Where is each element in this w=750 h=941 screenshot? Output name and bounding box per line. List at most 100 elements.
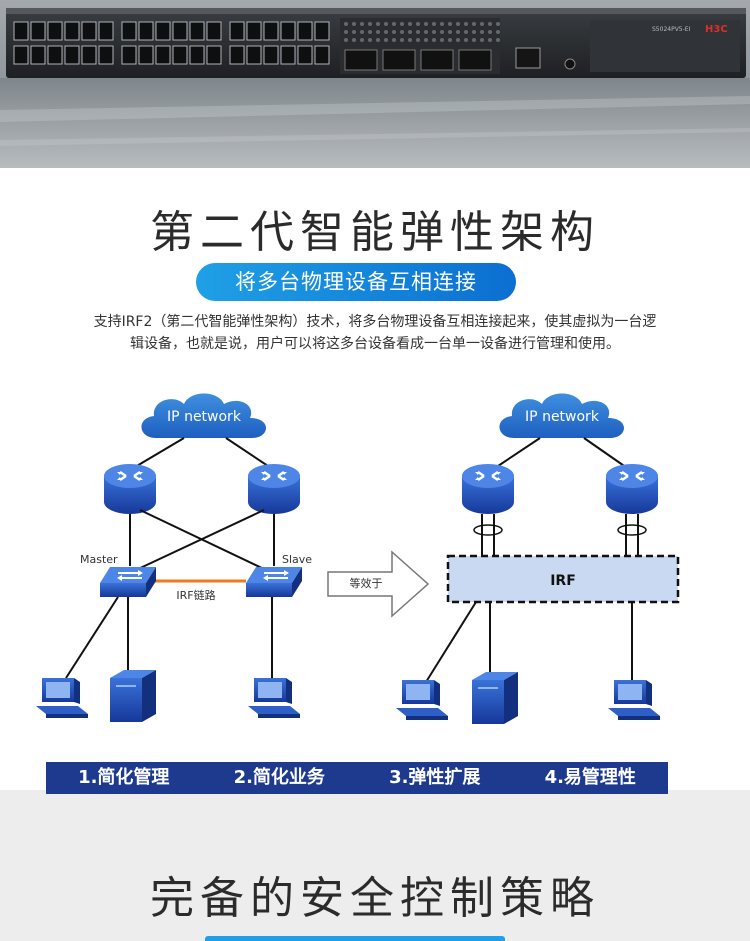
feature-4: 4.易管理性 (544, 767, 636, 788)
vent-hole (440, 22, 444, 26)
vent-hole (496, 30, 500, 34)
vent-hole (480, 22, 484, 26)
vent-hole (400, 22, 404, 26)
vent-hole (496, 22, 500, 26)
vent-hole (384, 30, 388, 34)
switch-illustration: S5024PV5-EI H3C (0, 8, 750, 168)
vent-hole (432, 38, 436, 42)
ethernet-port (314, 45, 330, 65)
vent-hole (392, 22, 396, 26)
vent-hole (360, 38, 364, 42)
ethernet-port (246, 21, 262, 41)
ethernet-port (121, 21, 137, 41)
vent-hole (448, 30, 452, 34)
ethernet-port (98, 21, 114, 41)
vent-hole (384, 22, 388, 26)
vent-hole (472, 22, 476, 26)
vent-hole (464, 22, 468, 26)
master-switch (99, 566, 157, 598)
vent-hole (424, 30, 428, 34)
ethernet-port (189, 21, 205, 41)
vent-hole (392, 30, 396, 34)
master-label: Master (80, 553, 118, 566)
vent-hole (376, 22, 380, 26)
ethernet-port (155, 45, 171, 65)
right-router-2 (604, 462, 660, 516)
right-cloud-label: IP network (525, 409, 600, 425)
ethernet-port (280, 21, 296, 41)
vent-hole (440, 38, 444, 42)
vent-hole (408, 38, 412, 42)
vent-hole (432, 22, 436, 26)
ethernet-port (297, 45, 313, 65)
feature-2: 2.简化业务 (233, 767, 325, 788)
vent-hole (448, 22, 452, 26)
feature-3: 3.弹性扩展 (389, 767, 481, 788)
ethernet-port (121, 45, 137, 65)
ethernet-port (13, 45, 29, 65)
irf-box-label: IRF (550, 573, 576, 589)
slave-switch (245, 566, 303, 598)
vent-hole (360, 30, 364, 34)
slave-label: Slave (282, 553, 312, 566)
vent-hole (496, 38, 500, 42)
description-line-2: 辑设备，也就是说，用户可以将这多台设备看成一台单一设备进行管理和使用。 (130, 336, 620, 352)
left-cloud-label: IP network (167, 409, 242, 425)
vent-hole (464, 38, 468, 42)
ethernet-port (229, 45, 245, 65)
right-pc-1 (396, 680, 448, 720)
vent-hole (488, 22, 492, 26)
left-pc-1 (36, 678, 88, 718)
irf-virtual-box (446, 554, 680, 604)
vent-hole (344, 30, 348, 34)
vent-hole (352, 30, 356, 34)
architecture-description: 支持IRF2（第二代智能弹性架构）技术，将多台物理设备互相连接起来，使其虚拟为一… (30, 311, 720, 355)
ethernet-port (246, 45, 262, 65)
vent-hole (408, 30, 412, 34)
vent-hole (488, 30, 492, 34)
vent-hole (416, 38, 420, 42)
ethernet-port (314, 21, 330, 41)
section-accent-bar (205, 936, 505, 941)
vent-hole (376, 38, 380, 42)
vent-hole (456, 30, 460, 34)
vent-hole (400, 30, 404, 34)
vent-hole (400, 38, 404, 42)
vent-hole (424, 22, 428, 26)
ethernet-port (172, 21, 188, 41)
equivalent-arrow (327, 550, 430, 618)
left-server (109, 669, 157, 723)
ethernet-port (263, 45, 279, 65)
ethernet-port (138, 45, 154, 65)
left-router-1 (102, 462, 158, 516)
left-router-2 (246, 462, 302, 516)
vent-hole (360, 22, 364, 26)
section-title-security: 完备的安全控制策略 (150, 873, 600, 924)
model-label: S5024PV5-EI (652, 26, 691, 33)
vent-hole (472, 30, 476, 34)
vent-hole (368, 38, 372, 42)
ethernet-port (64, 45, 80, 65)
ethernet-port (155, 21, 171, 41)
section-title-architecture: 第二代智能弹性架构 (150, 207, 600, 258)
ethernet-port (30, 21, 46, 41)
vent-hole (472, 38, 476, 42)
description-line-1: 支持IRF2（第二代智能弹性架构）技术，将多台物理设备互相连接起来，使其虚拟为一… (93, 314, 657, 330)
right-server (471, 671, 519, 725)
vent-hole (440, 30, 444, 34)
feature-bar: 1.简化管理 2.简化业务 3.弹性扩展 4.易管理性 (46, 762, 668, 794)
brand-logo: H3C (705, 24, 728, 35)
vent-hole (352, 22, 356, 26)
lower-section-background (0, 790, 750, 941)
vent-hole (368, 22, 372, 26)
vent-hole (384, 38, 388, 42)
product-hero-image: S5024PV5-EI H3C (0, 0, 750, 168)
vent-hole (392, 38, 396, 42)
ethernet-port (280, 45, 296, 65)
vent-hole (376, 30, 380, 34)
vent-hole (488, 38, 492, 42)
right-router-1 (460, 462, 516, 516)
feature-1: 1.简化管理 (78, 767, 170, 788)
vent-hole (480, 30, 484, 34)
ethernet-port (64, 21, 80, 41)
